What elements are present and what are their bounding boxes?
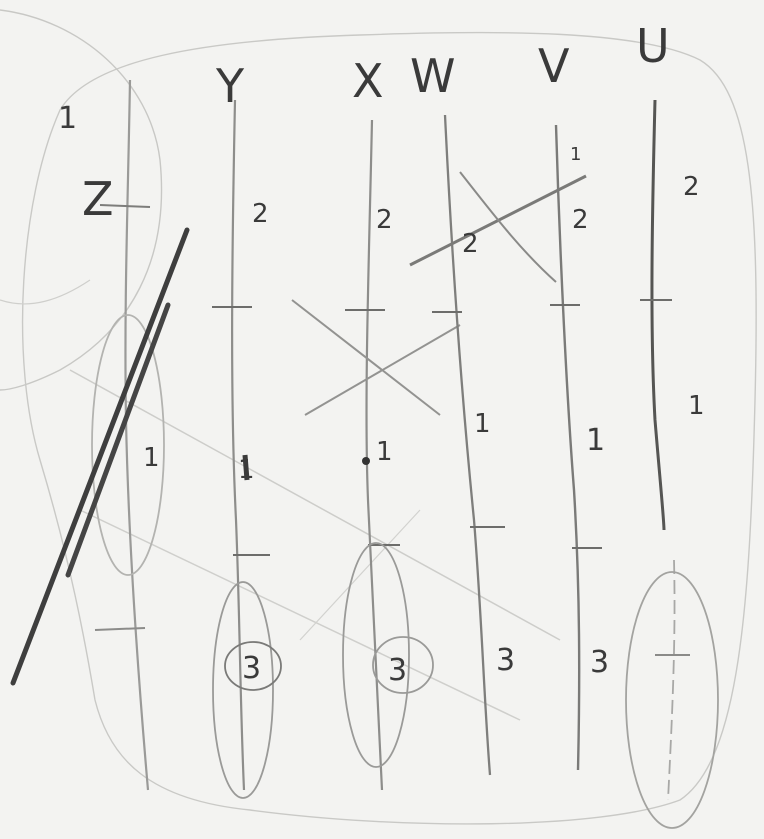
label-x: X [352, 54, 384, 108]
label-v-bottom: 3 [590, 645, 609, 680]
stray-tick-label: 1 [58, 101, 77, 136]
label-u-top: 2 [683, 172, 700, 202]
label-y: Y [215, 59, 245, 113]
label-z: Z [82, 172, 114, 226]
label-x-bottom: 3 [388, 653, 407, 688]
label-v: V [538, 39, 570, 93]
label-y-top: 2 [252, 199, 269, 229]
label-v-top: 2 [572, 205, 589, 235]
label-w-bottom: 3 [496, 643, 515, 678]
label-v-topmost: 1 [570, 144, 581, 165]
label-u-mid: 1 [688, 391, 705, 421]
label-u: U [636, 19, 670, 73]
label-x-top: 2 [376, 205, 393, 235]
label-z-mid: 1 [143, 443, 160, 473]
label-y-bottom: 3 [242, 651, 261, 686]
label-w-cross: 2 [462, 229, 479, 259]
label-w-mid: 1 [474, 409, 491, 439]
label-w: W [410, 49, 455, 103]
label-v-mid: 1 [586, 423, 605, 458]
label-y-mid: 1 [238, 455, 255, 485]
strand-x-dot [362, 457, 370, 465]
label-x-mid: 1 [376, 437, 393, 467]
